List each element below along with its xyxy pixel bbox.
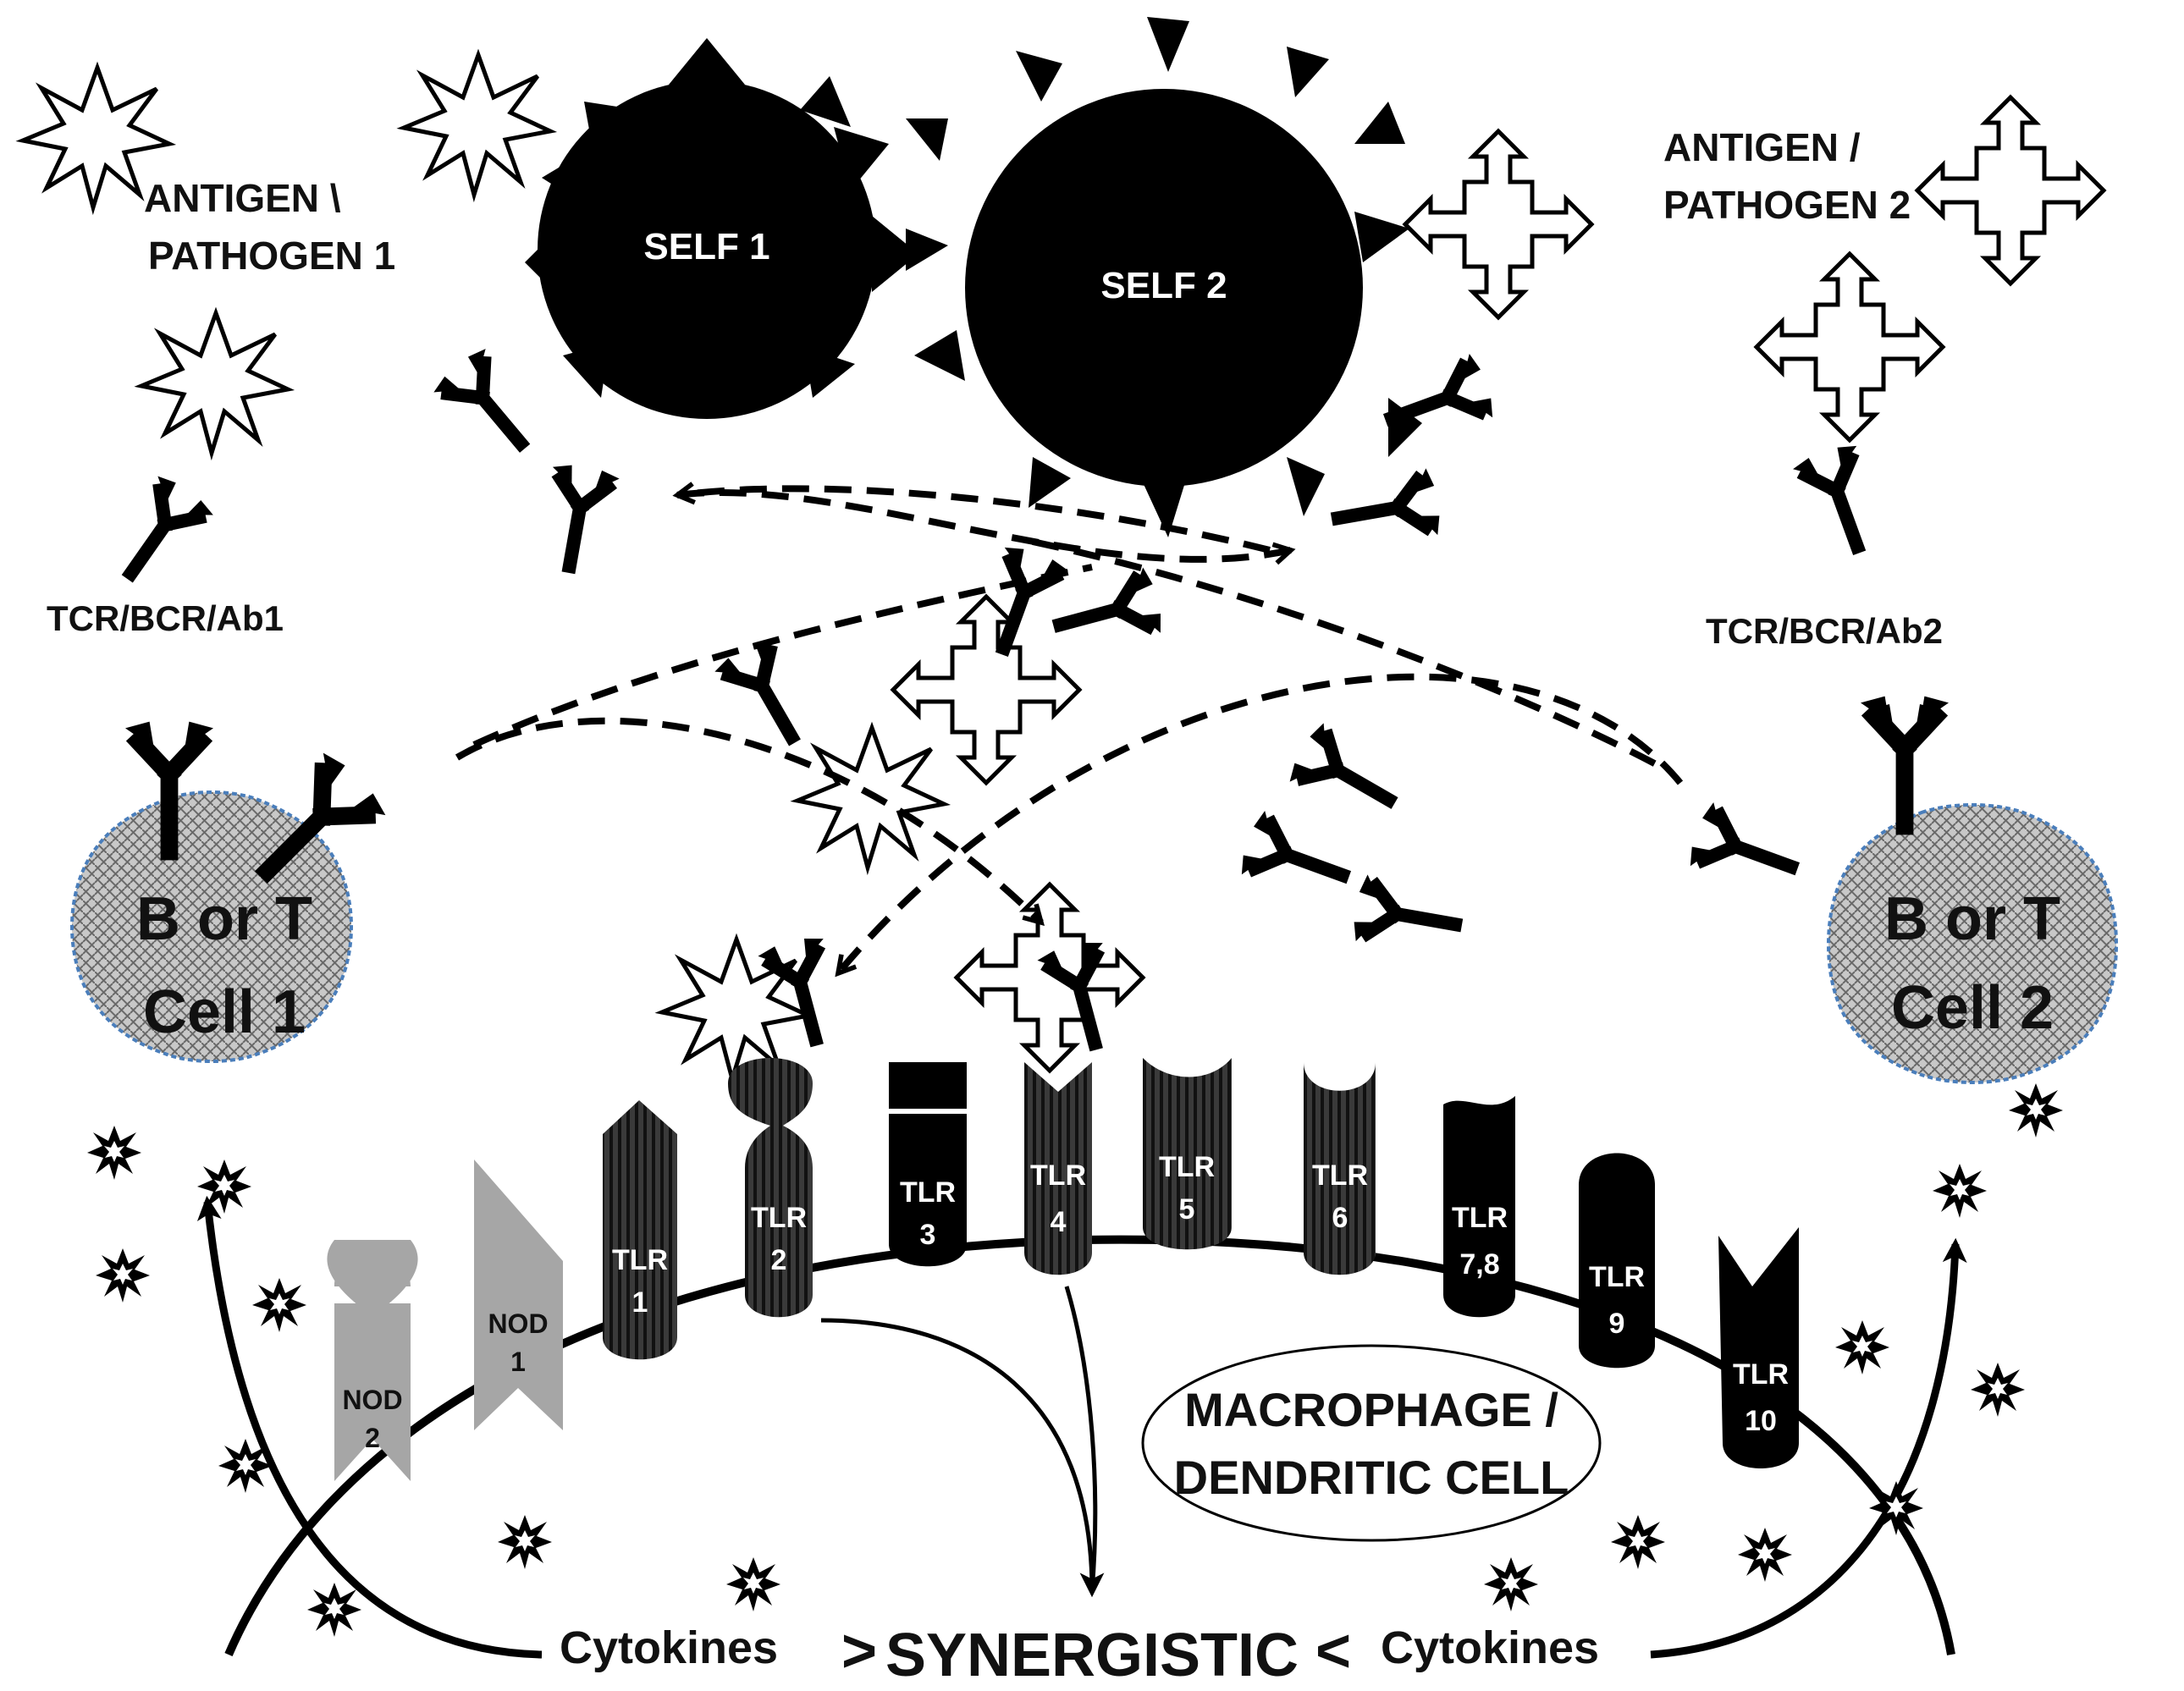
self-2-cell: SELF 2	[906, 17, 1422, 537]
cytokine-burst-icon	[1611, 1515, 1665, 1569]
tlr10-receptor: TLR 10	[1718, 1227, 1799, 1468]
cytokine-burst-icon	[726, 1557, 780, 1611]
cytokines-left-label: Cytokines	[560, 1622, 778, 1673]
tlr10-label-a: TLR	[1733, 1358, 1789, 1391]
antibody-icon	[1051, 566, 1166, 658]
tlr9-label-a: TLR	[1589, 1261, 1645, 1293]
b-or-t-cell-2: B or T Cell 2	[1826, 803, 2119, 1084]
antigen-1-star-icon-b	[404, 55, 550, 195]
tlr3-label-a: TLR	[900, 1176, 956, 1209]
dashed-arrow-cell1-self2	[472, 564, 1093, 748]
cytokine-burst-icon	[252, 1278, 306, 1332]
cell-2-label-line1: B or T	[1884, 885, 2060, 953]
dashed-arrow-self2-cell2	[1032, 538, 1661, 769]
dashed-arrow-cell2-tlr2	[838, 673, 1684, 973]
tlr4-label-a: TLR	[1030, 1159, 1086, 1192]
antigen-2-cross-icon	[1405, 131, 1591, 317]
dashed-arrows	[455, 488, 1684, 973]
greater-than-symbol: >	[841, 1617, 877, 1685]
dashed-arrow-cell1-tlr4	[455, 717, 1041, 923]
cell-1-label-line1: B or T	[136, 885, 312, 953]
macrophage-label-group: MACROPHAGE / DENDRITIC CELL	[1141, 1344, 1602, 1542]
macrophage-label-line1: MACROPHAGE /	[1184, 1383, 1558, 1436]
cytokine-burst-icon	[1971, 1363, 2025, 1417]
nod1-receptor: NOD 1	[474, 1159, 563, 1430]
tlr5-label-a: TLR	[1159, 1151, 1215, 1183]
cell-2-label-line2: Cell 2	[1891, 974, 2054, 1042]
tlr78-receptor: TLR 7,8	[1443, 1096, 1515, 1318]
dashed-arrow-self1-self2	[676, 489, 1291, 559]
tlr6-label-a: TLR	[1312, 1159, 1368, 1192]
antibody-icon	[1685, 801, 1802, 899]
cytokine-burst-icon	[1738, 1528, 1792, 1582]
cell-1-label-line2: Cell 1	[143, 978, 306, 1046]
tlr3-label-b: 3	[920, 1219, 936, 1251]
nod1-label-b: 1	[510, 1347, 526, 1377]
dashed-arrow-self2-self1	[677, 488, 1271, 554]
tlr1-label-b: 1	[632, 1286, 648, 1319]
tlr78-label-a: TLR	[1452, 1202, 1508, 1234]
antibody-icon	[536, 462, 620, 572]
tlr9-label-b: 9	[1609, 1308, 1625, 1340]
antigen-1-star-icon-e	[662, 939, 808, 1079]
self-1-label: SELF 1	[643, 226, 769, 267]
antibody-icon	[103, 472, 216, 593]
antigen-2-cross-icon-e	[957, 884, 1143, 1071]
antigen-2-cross-icon-b	[1917, 97, 2104, 284]
tlr6-label-b: 6	[1332, 1202, 1348, 1234]
tlr3-receptor: TLR 3	[889, 1062, 967, 1267]
self-1-cell: SELF 1	[525, 38, 918, 419]
antigen-1-label-line2: PATHOGEN 1	[148, 234, 395, 278]
antibody-icon	[1237, 809, 1354, 907]
tlr4-receptor: TLR 4	[1024, 1062, 1092, 1275]
antibody-icon	[1351, 873, 1461, 957]
tlr1-label-a: TLR	[612, 1244, 668, 1276]
nod1-label-a: NOD	[488, 1308, 548, 1339]
cytokine-burst-icon	[1835, 1320, 1889, 1374]
nod2-label-a: NOD	[342, 1385, 402, 1415]
tlr2-label-a: TLR	[751, 1202, 807, 1234]
antigen-1-star-icon-c	[141, 313, 288, 453]
less-than-symbol: <	[1315, 1617, 1351, 1685]
receptor-2-label: TCR/BCR/Ab2	[1706, 611, 1943, 651]
antigen-2-label-line2: PATHOGEN 2	[1663, 183, 1911, 227]
cytokine-burst-icon	[1484, 1557, 1538, 1611]
macrophage-label-line2: DENDRITIC CELL	[1174, 1451, 1569, 1504]
cytokine-burst-icon	[1933, 1164, 1987, 1218]
synergistic-label: SYNERGISTIC	[885, 1622, 1299, 1689]
nod2-label-b: 2	[365, 1423, 380, 1453]
tlr1-receptor: TLR 1	[603, 1100, 677, 1360]
cytokine-arrows	[196, 1195, 1967, 1659]
tlr6-receptor: TLR 6	[1304, 1062, 1376, 1275]
tlr9-receptor: TLR 9	[1579, 1153, 1655, 1369]
antibody-icon	[1791, 441, 1889, 558]
self-2-label: SELF 2	[1100, 265, 1227, 306]
cytokine-burst-icon	[307, 1583, 361, 1637]
nod2-receptor: NOD 2	[327, 1240, 418, 1481]
tlr78-label-b: 7,8	[1459, 1248, 1499, 1281]
antigen-2-cross-icon-c	[1757, 254, 1943, 440]
receptor-1-label: TCR/BCR/Ab1	[47, 598, 284, 638]
cytokine-burst-icon	[96, 1248, 150, 1303]
tlr10-label-b: 10	[1745, 1405, 1777, 1437]
cytokine-burst-icon	[2009, 1083, 2063, 1137]
tlr2-receptor: TLR 2	[728, 1058, 813, 1318]
cell-2-surface-receptor	[1861, 697, 1949, 826]
cytokine-burst-icon	[87, 1126, 141, 1180]
antibody-icon	[431, 345, 547, 465]
signal-arrows	[820, 1286, 1105, 1598]
tlr5-label-b: 5	[1179, 1193, 1195, 1226]
antigen-2-label-line1: ANTIGEN /	[1663, 125, 1861, 169]
tlr5-receptor: TLR 5	[1143, 1058, 1232, 1250]
antigen-1-label-line1: ANTIGEN \	[144, 176, 341, 220]
antibody-icon	[1332, 467, 1442, 551]
tlr4-label-b: 4	[1051, 1206, 1067, 1238]
tlr2-label-b: 2	[771, 1244, 787, 1276]
cytokines-right-label: Cytokines	[1381, 1622, 1599, 1673]
cytokine-burst-icon	[498, 1515, 552, 1569]
antibody-icon	[1285, 720, 1405, 829]
